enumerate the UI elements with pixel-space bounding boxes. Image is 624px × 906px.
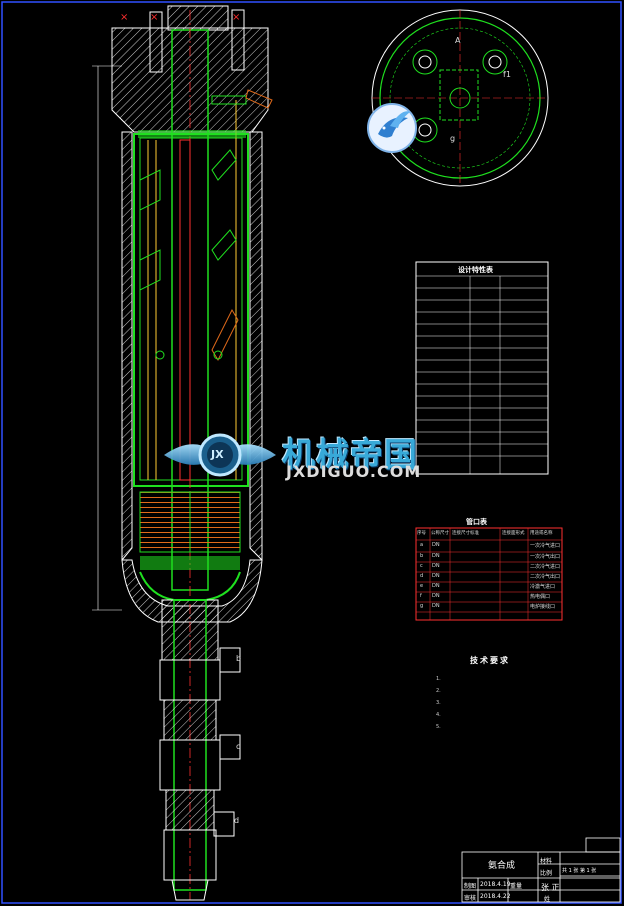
- nozzle-row-dn: DN: [432, 553, 440, 559]
- nozzle-header: 连接面形式: [502, 531, 525, 536]
- nozzle-row-use: 电炉接线口: [530, 604, 556, 610]
- nozzle-row-id: g: [420, 603, 424, 609]
- tech-req-line: 4.: [436, 712, 441, 718]
- nozzle-row-id: e: [420, 583, 424, 589]
- tech-req-line: 3.: [436, 700, 441, 706]
- watermark-badge: [164, 433, 276, 477]
- nozzle-row-use: 热电偶口: [530, 594, 551, 600]
- design-spec-table: [415, 261, 549, 475]
- nozzle-header: 连接尺寸标准: [452, 531, 479, 536]
- tech-req-line: 1.: [436, 676, 441, 682]
- nozzle-d-label: d: [234, 816, 240, 825]
- title-designer: 张 正: [541, 883, 560, 892]
- plan-label-f1: f1: [503, 70, 511, 79]
- title-cell-scale: 比例: [540, 870, 553, 877]
- title-block-lines: [461, 837, 621, 903]
- svg-text:×: ×: [232, 12, 240, 23]
- nozzle-row-id: a: [420, 542, 424, 548]
- tech-req-line: 2.: [436, 688, 441, 694]
- title-school: 姓: [544, 896, 551, 903]
- title-cell-material: 材料: [540, 858, 553, 865]
- nozzle-row-use: 二次冷气进口: [530, 564, 561, 570]
- svg-text:×: ×: [150, 12, 158, 23]
- plan-view: [367, 9, 549, 187]
- nozzle-row-id: b: [420, 553, 424, 559]
- plan-label-g: g: [450, 134, 456, 143]
- nozzle-row-use: 一次冷气出口: [530, 554, 561, 560]
- plan-label-a: A: [455, 36, 461, 45]
- nozzle-row-dn: DN: [432, 583, 440, 589]
- nozzle-table-title: 管口表: [466, 518, 487, 526]
- nozzle-table: [415, 527, 563, 621]
- title-date-2: 2018.4.22: [480, 893, 511, 900]
- nozzle-row-dn: DN: [432, 542, 440, 548]
- nozzle-row-id: f: [420, 593, 422, 599]
- title-row-drawn: 制图: [464, 883, 477, 890]
- nozzle-header: 公称尺寸: [431, 531, 449, 536]
- title-sheet: 共 1 张 第 1 张: [562, 868, 597, 874]
- nozzle-row-use: 冷激气进口: [530, 584, 556, 590]
- title-date-1: 2018.4.19: [480, 881, 511, 888]
- watermark-badge-text: JX: [211, 448, 224, 461]
- technical-requirements-title: 技术要求: [470, 656, 510, 665]
- drawing-name: 氨合成: [488, 861, 516, 871]
- title-row-checked: 审核: [464, 895, 477, 902]
- design-spec-title: 设计特性表: [458, 266, 493, 274]
- svg-text:×: ×: [120, 12, 128, 23]
- watermark-cn: 机械帝国: [282, 435, 418, 474]
- nozzle-row-id: c: [420, 563, 423, 569]
- title-cell-weight: 重量: [510, 883, 523, 890]
- nozzle-b-label: b: [236, 654, 242, 663]
- nozzle-row-dn: DN: [432, 573, 440, 579]
- tech-req-line: 5.: [436, 724, 441, 730]
- nozzle-header: 序号: [417, 531, 426, 536]
- nozzle-row-dn: DN: [432, 593, 440, 599]
- nozzle-header: 用途或名称: [530, 531, 553, 536]
- nozzle-c-label: c: [236, 742, 241, 751]
- bird-logo: [367, 103, 417, 153]
- nozzle-row-use: 一次冷气进口: [530, 543, 561, 549]
- nozzle-row-dn: DN: [432, 603, 440, 609]
- nozzle-table-content: 序号 公称尺寸 连接尺寸标准 连接面形式 用途或名称 a DN 一次冷气进口 b…: [416, 528, 562, 620]
- nozzle-row-dn: DN: [432, 563, 440, 569]
- watermark-en: JXDIGUO.COM: [286, 462, 422, 481]
- nozzle-row-id: d: [420, 573, 424, 579]
- nozzle-row-use: 二次冷气出口: [530, 574, 561, 580]
